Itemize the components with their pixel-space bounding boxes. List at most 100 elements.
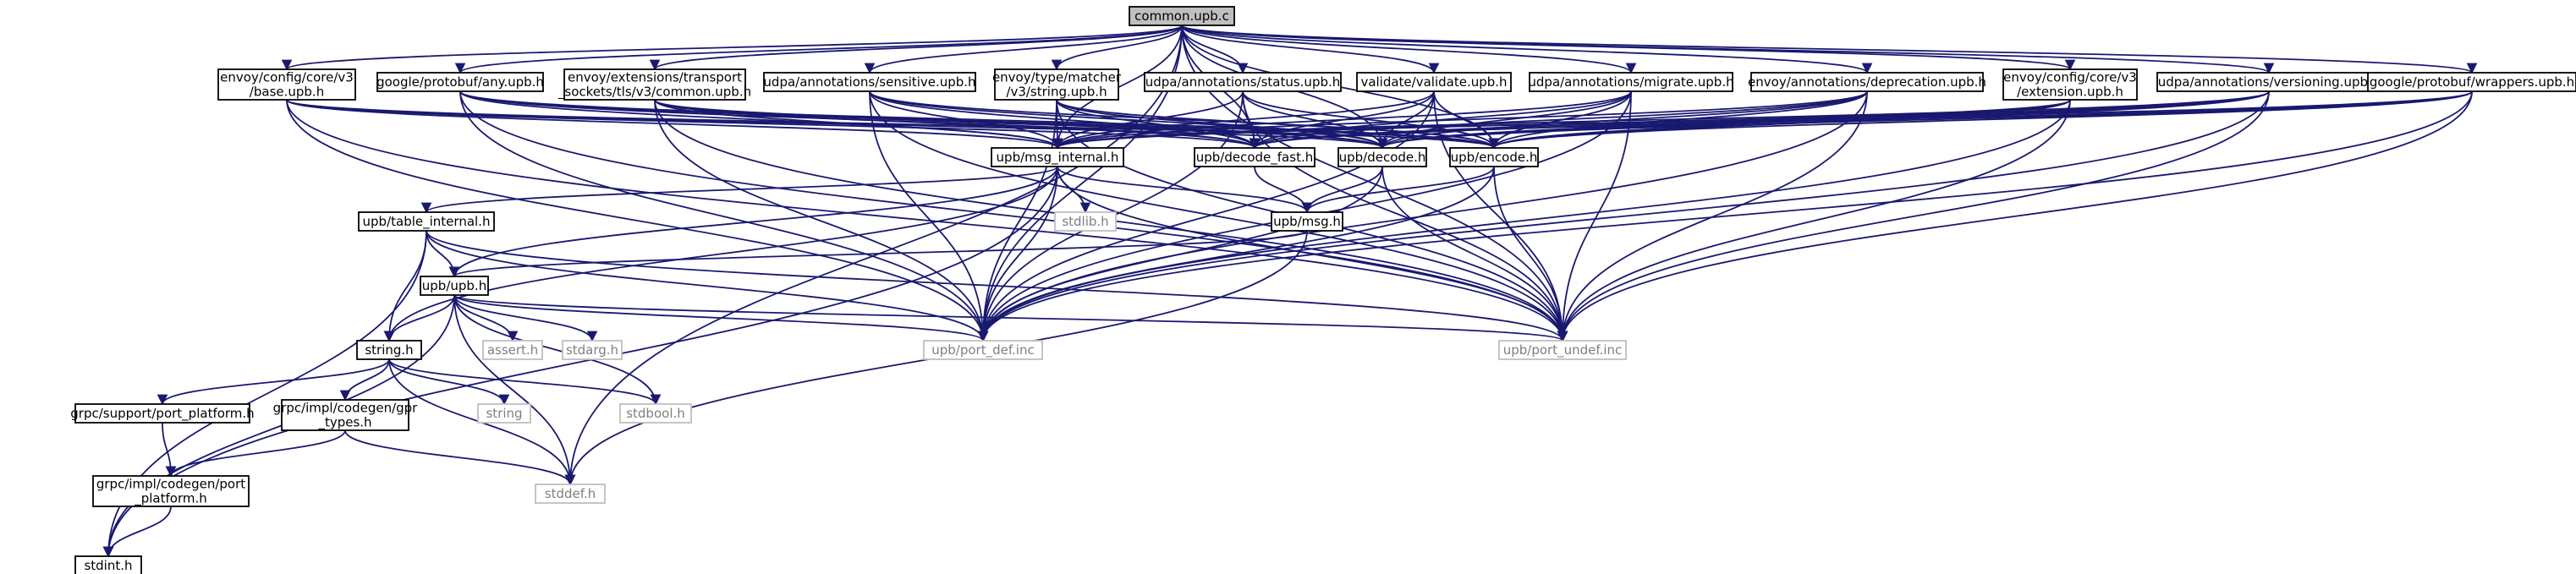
edge-envoy_deprecation-to-msg_internal: [1052, 90, 1868, 150]
edge-envoy_ext_tls-to-encode: [654, 99, 1499, 150]
edge-string-to-grpc_gpr: [339, 358, 390, 402]
node-box: [1356, 72, 1512, 92]
edge-envoy_matcher-to-decode_fast: [1056, 99, 1261, 150]
node-gp_wrappers[interactable]: google/protobuf/wrappers.upb.h: [2367, 72, 2576, 92]
node-label: stdarg.h: [566, 342, 618, 358]
node-decode_fast[interactable]: upb/decode_fast.h: [1194, 147, 1315, 167]
node-msg_internal[interactable]: upb/msg_internal.h: [991, 147, 1124, 167]
edge-gp_wrappers-to-port_undef: [1557, 90, 2473, 342]
nodes-layer: common.upb.c envoy/config/core/v3/base.up…: [70, 6, 2576, 574]
node-label: envoy/config/core/v3: [2003, 70, 2137, 85]
node-box: [376, 72, 544, 92]
edge-envoy_extension-to-port_undef: [1557, 99, 2071, 342]
node-box: [994, 68, 1119, 101]
node-udpa_versioning[interactable]: udpa/annotations/versioning.upb.h: [2156, 72, 2381, 92]
edge-udpa_sensitive-to-msg_internal: [869, 90, 1063, 150]
node-stdint[interactable]: stdint.h: [74, 555, 142, 574]
node-label: upb/port_undef.inc: [1503, 342, 1623, 358]
node-envoy_matcher[interactable]: envoy/type/matcher/v3/string.upb.h: [992, 68, 1122, 101]
edge-common-to-udpa_sensitive: [864, 25, 1183, 74]
node-box: [923, 340, 1043, 360]
edge-udpa_status-to-encode: [1242, 90, 1500, 150]
edge-common-to-udpa_versioning: [1181, 25, 2274, 74]
node-label: udpa/annotations/sensitive.upb.h: [763, 74, 975, 90]
node-decode[interactable]: upb/decode.h: [1337, 147, 1427, 167]
node-port_undef: upb/port_undef.inc: [1498, 340, 1627, 360]
node-encode[interactable]: upb/encode.h: [1449, 147, 1539, 167]
node-label: stddef.h: [545, 486, 596, 501]
edge-msg_internal-to-port_undef: [1057, 166, 1568, 342]
edge-upb-to-port_undef: [453, 294, 1568, 342]
node-envoy_base[interactable]: envoy/config/core/v3/base.upb.h: [217, 68, 356, 101]
edge-envoy_base-to-msg_internal: [286, 99, 1063, 150]
node-label: _types.h: [317, 415, 371, 431]
edge-grpc_gpr-to-stddef: [344, 429, 576, 486]
edge-envoy_matcher-to-decode: [1056, 99, 1388, 150]
edge-envoy_base-to-port_def: [286, 99, 989, 342]
edge-udpa_status-to-decode: [1242, 90, 1388, 150]
node-port_def: upb/port_def.inc: [923, 340, 1043, 360]
edges-layer: [102, 25, 2477, 558]
node-string[interactable]: string.h: [356, 340, 422, 360]
edge-envoy_ext_tls-to-port_def: [654, 99, 989, 342]
node-label: envoy/annotations/deprecation.upb.h: [1748, 74, 1986, 90]
node-box: [420, 276, 489, 296]
edge-string-to-stringsys: [388, 358, 510, 406]
edge-udpa_sensitive-to-port_undef: [869, 90, 1568, 342]
edge-msg_internal-to-table_internal: [421, 166, 1058, 214]
node-label: grpc/support/port_platform.h: [70, 406, 254, 422]
node-box: [1271, 211, 1343, 232]
node-gp_any[interactable]: google/protobuf/any.upb.h: [376, 72, 544, 92]
edge-envoy_deprecation-to-decode_fast: [1249, 90, 1868, 150]
edge-upb-to-stdbool: [453, 294, 662, 406]
edge-common-to-envoy_base: [282, 25, 1183, 71]
node-grpc_gpr[interactable]: grpc/impl/codegen/gpr_types.h: [273, 399, 419, 431]
node-envoy_deprecation[interactable]: envoy/annotations/deprecation.upb.h: [1748, 72, 1986, 92]
node-udpa_status[interactable]: udpa/annotations/status.upb.h: [1144, 72, 1342, 92]
edge-table_internal-to-port_def: [426, 230, 989, 342]
node-upb[interactable]: upb/upb.h: [420, 276, 489, 296]
node-box: [74, 403, 250, 424]
node-udpa_sensitive[interactable]: udpa/annotations/sensitive.upb.h: [763, 72, 976, 92]
node-label: google/protobuf/any.upb.h: [376, 74, 544, 90]
node-envoy_ext_tls[interactable]: envoy/extensions/transport_sockets/tls/v…: [557, 68, 751, 101]
node-label: envoy/extensions/transport: [568, 70, 742, 85]
node-grpc_port[interactable]: grpc/impl/codegen/port_platform.h: [92, 475, 250, 507]
node-box: [1144, 72, 1342, 92]
node-box: [2367, 72, 2576, 92]
node-box: [619, 403, 692, 424]
edge-envoy_deprecation-to-port_undef: [1557, 90, 1868, 342]
node-label: grpc/impl/codegen/port: [96, 477, 245, 492]
edge-envoy_base-to-port_undef: [286, 99, 1568, 342]
node-box: [482, 340, 543, 360]
node-common[interactable]: common.upb.c: [1129, 6, 1235, 26]
node-table_internal[interactable]: upb/table_internal.h: [358, 211, 495, 232]
node-envoy_extension[interactable]: envoy/config/core/v3/extension.upb.h: [2002, 68, 2138, 101]
node-label: udpa/annotations/status.upb.h: [1145, 74, 1341, 90]
node-box: [2002, 68, 2138, 101]
edge-udpa_versioning-to-port_def: [977, 90, 2270, 342]
edge-udpa_migrate-to-msg_internal: [1052, 90, 1632, 150]
edge-msg_internal-to-port_def: [977, 166, 1058, 342]
node-msg[interactable]: upb/msg.h: [1271, 211, 1343, 232]
node-box: [1129, 6, 1235, 26]
node-label: udpa/annotations/versioning.upb.h: [2158, 74, 2381, 90]
node-box: [1449, 147, 1539, 167]
node-grpc_support[interactable]: grpc/support/port_platform.h: [70, 403, 255, 424]
edge-grpc_port-to-stdint: [102, 506, 172, 558]
node-box: [74, 555, 142, 574]
node-label: stdint.h: [84, 558, 132, 573]
edge-udpa_status-to-msg_internal: [1052, 90, 1244, 150]
edge-encode-to-port_undef: [1493, 166, 1568, 342]
node-label: stdbool.h: [626, 406, 685, 421]
node-validate[interactable]: validate/validate.upb.h: [1356, 72, 1512, 92]
node-label: upb/decode_fast.h: [1196, 150, 1313, 166]
node-label: upb/port_def.inc: [931, 342, 1034, 358]
node-box: [991, 147, 1124, 167]
node-label: stdlib.h: [1062, 214, 1108, 229]
node-udpa_migrate[interactable]: udpa/annotations/migrate.upb.h: [1528, 72, 1734, 92]
node-box: [1337, 147, 1427, 167]
edge-envoy_deprecation-to-decode: [1376, 90, 1868, 150]
edge-encode-to-msg: [1301, 166, 1495, 214]
